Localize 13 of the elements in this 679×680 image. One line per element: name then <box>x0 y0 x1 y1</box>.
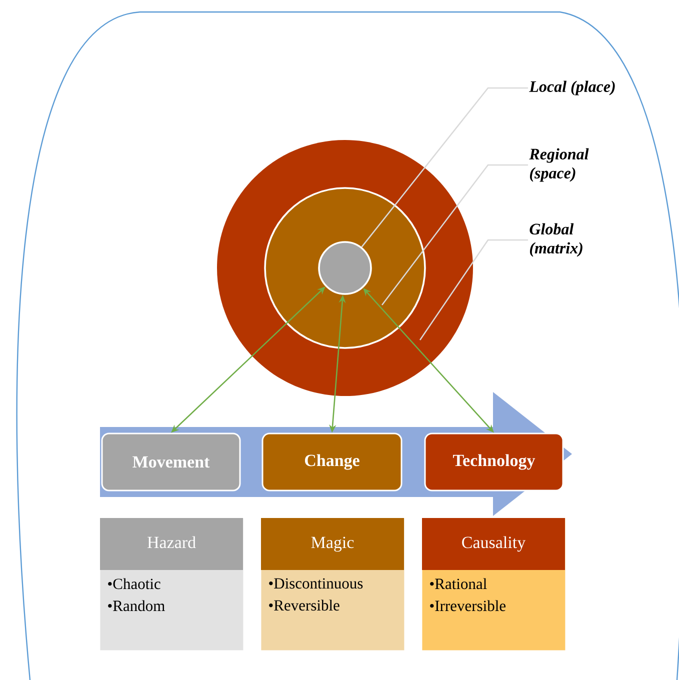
ring-label: Local (place) <box>529 80 615 96</box>
leader-line <box>419 239 528 340</box>
category-card: Hazard •Chaotic •Random <box>100 518 244 650</box>
ring <box>318 241 372 295</box>
ring-label: Global (matrix) <box>530 223 582 257</box>
category-card: Magic •Discontinuous •Reversible <box>261 518 404 650</box>
stage-box: Technology <box>424 432 564 492</box>
stage-box: Change <box>262 432 402 492</box>
leader-line <box>381 164 528 306</box>
category-card: Causality •Rational •Irreversible <box>422 518 566 650</box>
leader-line <box>361 87 528 248</box>
stage-box: Movement <box>101 432 241 492</box>
ring-label: Regional (space) <box>529 148 589 182</box>
